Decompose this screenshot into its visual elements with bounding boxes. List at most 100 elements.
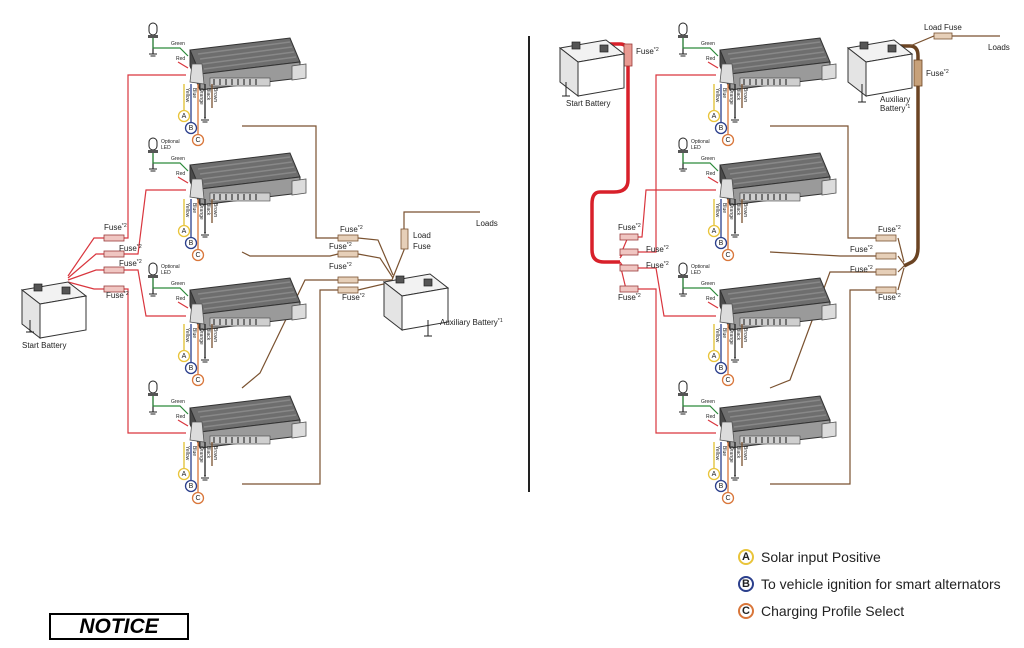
circle-a-label: A (182, 113, 187, 120)
wire-label: Blue (191, 203, 197, 213)
fuse-r7 (875, 268, 897, 276)
fuse-r6 (875, 252, 897, 260)
circle-a-label: A (712, 113, 717, 120)
wire-label: Black (205, 328, 211, 341)
aux-battery-label: Battery*1 (880, 104, 910, 113)
green-label: Green (171, 399, 185, 405)
optional-led-label: LED (161, 270, 171, 276)
fuse-6 (337, 250, 359, 258)
wire-label: Brown (742, 446, 748, 460)
aux-battery-label: Auxiliary Battery*1 (440, 318, 503, 327)
circle-b-label: B (719, 240, 724, 247)
fuse-label: Fuse*2 (119, 244, 142, 253)
auxiliary-battery-right (847, 39, 913, 97)
fuse-r3 (619, 264, 639, 272)
green-label: Green (171, 156, 185, 162)
red-label: Red (706, 171, 715, 177)
load-fuse (400, 228, 409, 250)
wire-label: Yellow (714, 446, 720, 461)
fuse-label: Fuse*2 (618, 223, 641, 232)
wire-label: Brown (212, 203, 218, 217)
load-fuse-label: Fuse (413, 242, 431, 251)
circle-a-label: A (182, 471, 187, 478)
wire-label: Orange (728, 203, 734, 220)
fuse-label: Fuse*2 (119, 259, 142, 268)
wire-label: Blue (191, 446, 197, 456)
fuse-4 (103, 285, 125, 293)
fuse-label: Fuse*2 (636, 47, 659, 56)
fuse-r5 (875, 234, 897, 242)
wire-label: Black (735, 88, 741, 101)
start-battery-label: Start Battery (566, 99, 610, 108)
left-red-wires (67, 74, 186, 434)
fuse-r2 (619, 248, 639, 256)
red-label: Red (176, 171, 185, 177)
circle-c-label: C (195, 252, 200, 259)
fuse-3 (103, 266, 125, 274)
circle-a-icon: A (738, 548, 754, 565)
wire-label: Orange (728, 88, 734, 105)
wire-label: Brown (742, 328, 748, 342)
wire-label: Yellow (714, 328, 720, 343)
wire-label: Brown (742, 88, 748, 102)
wire-label: Black (735, 446, 741, 459)
circle-c-label: C (195, 495, 200, 502)
circle-b-label: B (189, 483, 194, 490)
red-label: Red (706, 56, 715, 62)
circle-a-label: A (712, 353, 717, 360)
start-battery-right (559, 39, 625, 97)
circle-c-label: C (725, 495, 730, 502)
optional-led-label: Optional (161, 264, 180, 270)
green-label: Green (701, 399, 715, 405)
fuse-label: Fuse*2 (646, 245, 669, 254)
heavy-brown-wire (900, 44, 920, 268)
fuse-label: Fuse*2 (926, 69, 949, 78)
fuse-label: Fuse*2 (329, 242, 352, 251)
fuse-2 (103, 250, 125, 258)
fuse-label: Fuse*2 (850, 245, 873, 254)
wire-label: Orange (198, 203, 204, 220)
start-battery (21, 281, 87, 339)
optional-led-label: Optional (691, 139, 710, 145)
legend-item-b: B To vehicle ignition for smart alternat… (738, 570, 1018, 597)
circle-b-label: B (719, 125, 724, 132)
wire-label: Yellow (184, 328, 190, 343)
optional-led-label: LED (691, 270, 701, 276)
circle-b-icon: B (738, 575, 754, 592)
circle-b-label: B (189, 365, 194, 372)
fuse-label: Fuse*2 (618, 293, 641, 302)
start-battery-fuse (623, 43, 633, 67)
wire-label: Blue (721, 328, 727, 338)
wire-label: Orange (198, 446, 204, 463)
fuse-label: Fuse*2 (878, 225, 901, 234)
fuse-label: Fuse*2 (850, 265, 873, 274)
fuse-label: Fuse*2 (646, 261, 669, 270)
red-label: Red (176, 296, 185, 302)
wire-label: Blue (191, 88, 197, 98)
legend-item-a: A Solar input Positive (738, 543, 1018, 570)
green-label: Green (171, 281, 185, 287)
fuse-label: Fuse*2 (342, 293, 365, 302)
green-label: Green (701, 156, 715, 162)
green-label: Green (701, 281, 715, 287)
fuse-label: Fuse*2 (104, 223, 127, 232)
optional-led-label: LED (161, 145, 171, 151)
aux-battery-label: Auxiliary (880, 95, 910, 104)
wire-label: Black (205, 88, 211, 101)
wire-label: Blue (721, 446, 727, 456)
fuse-8 (337, 286, 359, 294)
circle-c-icon: C (738, 602, 754, 619)
legend: A Solar input Positive B To vehicle igni… (738, 543, 1018, 624)
load-fuse-right (933, 32, 953, 40)
loads-label: Loads (476, 219, 498, 228)
wire-label: Orange (728, 446, 734, 463)
circle-a-label: A (182, 228, 187, 235)
optional-led-label: Optional (691, 264, 710, 270)
green-label: Green (171, 41, 185, 47)
legend-text-b: To vehicle ignition for smart alternator… (761, 575, 1001, 592)
fuse-5 (337, 234, 359, 242)
wire-label: Blue (721, 88, 727, 98)
circle-c-label: C (195, 137, 200, 144)
fuse-label: Fuse*2 (106, 291, 129, 300)
